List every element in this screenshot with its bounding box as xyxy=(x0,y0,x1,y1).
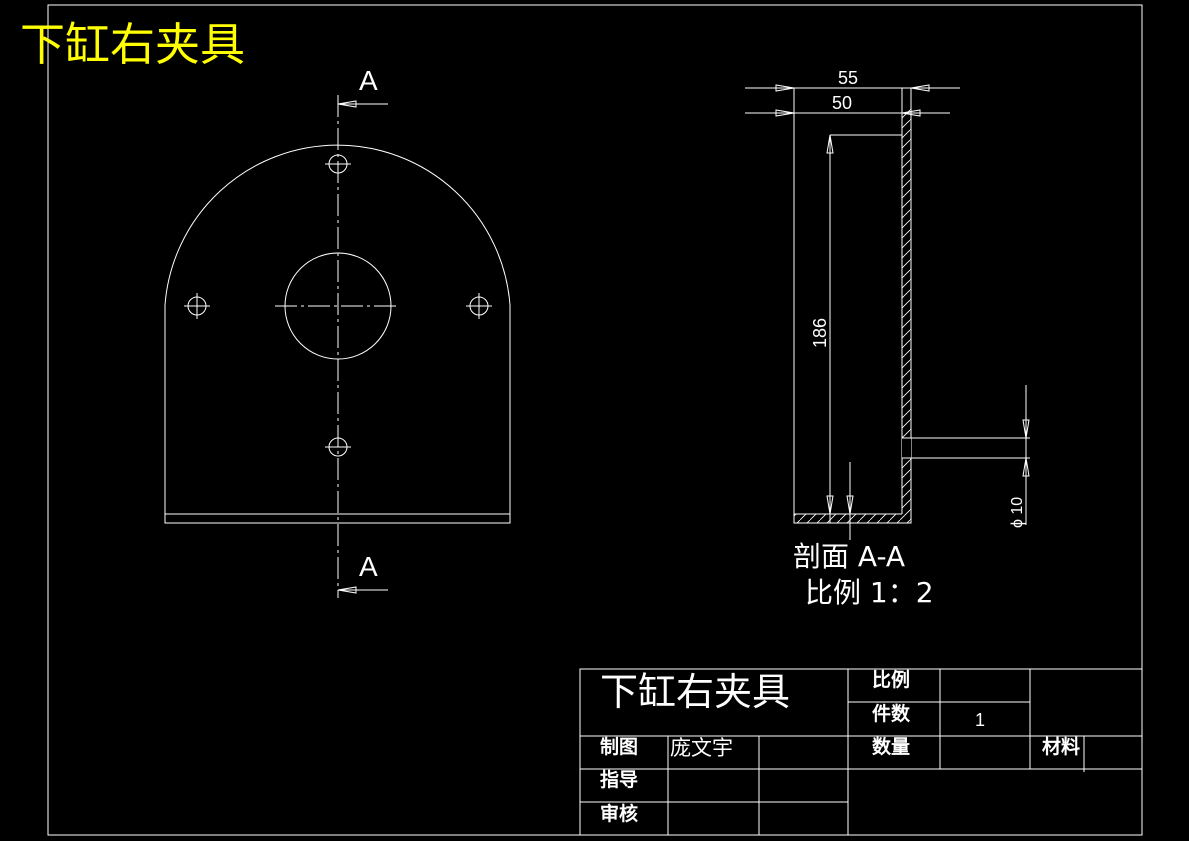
plate-outline xyxy=(164,144,511,524)
dim-55: 55 xyxy=(838,68,858,88)
front-view xyxy=(164,95,511,598)
dim-50: 50 xyxy=(832,93,852,113)
section-view xyxy=(745,84,1030,540)
hatch-base xyxy=(794,514,911,523)
title-block xyxy=(579,668,1143,836)
section-caption-line1: 剖面 A-A xyxy=(793,540,905,573)
section-mark-bottom: A xyxy=(359,551,378,582)
scale-label: 比例 xyxy=(872,668,910,691)
section-caption-line2: 比例 1：2 xyxy=(805,576,934,609)
hatch-vertical-wall xyxy=(902,108,911,514)
section-mark-top: A xyxy=(359,65,378,96)
review-label: 审核 xyxy=(600,802,638,825)
corner-title: 下缸右夹具 xyxy=(20,18,245,71)
pieces-value: 1 xyxy=(975,710,985,730)
title-block-part-name: 下缸右夹具 xyxy=(600,670,790,714)
dim-dia-10: ϕ 10 xyxy=(1009,497,1026,528)
drawn-label: 制图 xyxy=(600,735,638,758)
pieces-label: 件数 xyxy=(872,702,911,725)
drawn-by: 庞文宇 xyxy=(670,736,733,760)
material-label: 材料 xyxy=(1042,735,1080,758)
qty-label: 数量 xyxy=(872,735,910,758)
dim-186: 186 xyxy=(810,318,830,348)
guide-label: 指导 xyxy=(600,769,638,791)
